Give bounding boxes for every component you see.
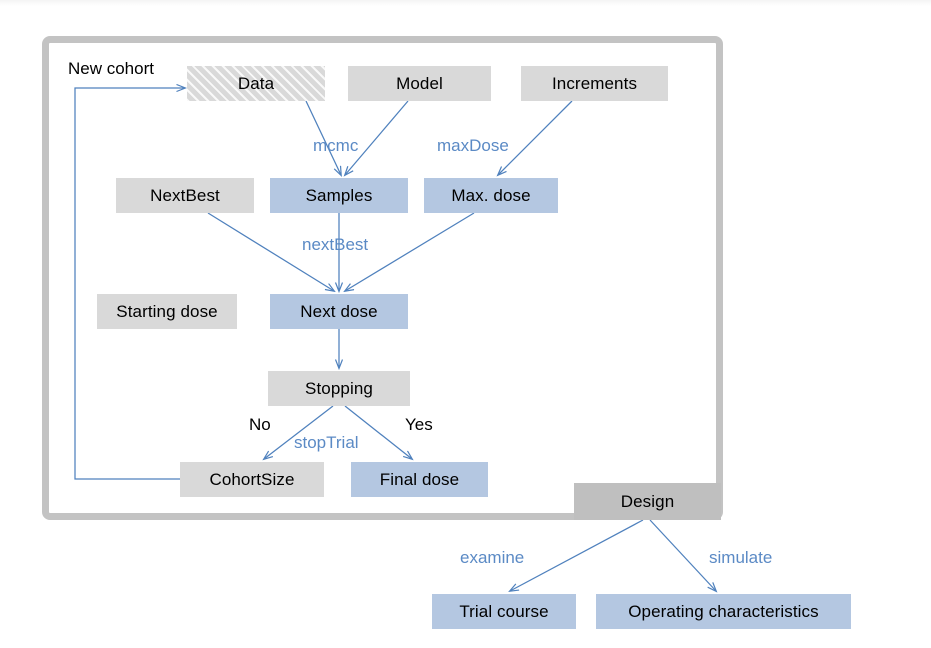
node-nextbest[interactable]: NextBest <box>116 178 254 213</box>
node-cohortsize[interactable]: CohortSize <box>180 462 324 497</box>
node-data[interactable]: Data <box>187 66 325 101</box>
node-label: Next dose <box>300 302 378 321</box>
node-samples[interactable]: Samples <box>270 178 408 213</box>
label-method-simulate: simulate <box>709 548 773 567</box>
node-label: Data <box>237 74 275 93</box>
edge-design-to-trialcourse <box>510 519 644 591</box>
label-method-maxdose: maxDose <box>437 136 509 155</box>
node-model[interactable]: Model <box>348 66 491 101</box>
label-method-mcmc: mcmc <box>313 136 359 155</box>
label-method-nextbest: nextBest <box>302 235 369 254</box>
node-label: Final dose <box>379 470 460 489</box>
label-method-examine: examine <box>460 548 525 567</box>
node-increments[interactable]: Increments <box>521 66 668 101</box>
node-label: Model <box>396 74 443 93</box>
node-label: Operating characteristics <box>628 602 819 621</box>
page-top-band <box>0 0 931 6</box>
label-method-stoptrial: stopTrial <box>294 433 359 452</box>
node-final-dose[interactable]: Final dose <box>351 462 488 497</box>
node-label: Stopping <box>305 379 373 398</box>
design-container-frame <box>42 36 723 520</box>
node-stopping[interactable]: Stopping <box>268 371 410 406</box>
node-label: Trial course <box>459 602 549 621</box>
node-starting-dose[interactable]: Starting dose <box>97 294 237 329</box>
node-label: Samples <box>305 186 373 205</box>
node-label: Max. dose <box>451 186 531 205</box>
node-design[interactable]: Design <box>574 483 721 520</box>
node-max-dose[interactable]: Max. dose <box>424 178 558 213</box>
label-branch-no: No <box>249 415 271 434</box>
node-trial-course[interactable]: Trial course <box>432 594 576 629</box>
node-next-dose[interactable]: Next dose <box>270 294 408 329</box>
edge-design-to-opchar <box>649 519 716 591</box>
node-operating-characteristics[interactable]: Operating characteristics <box>596 594 851 629</box>
node-label: Increments <box>551 74 638 93</box>
label-branch-yes: Yes <box>405 415 433 434</box>
node-label: Design <box>620 492 675 511</box>
label-new-cohort: New cohort <box>68 59 154 78</box>
node-label: CohortSize <box>209 470 295 489</box>
node-label: NextBest <box>150 186 220 205</box>
node-label: Starting dose <box>116 302 218 321</box>
